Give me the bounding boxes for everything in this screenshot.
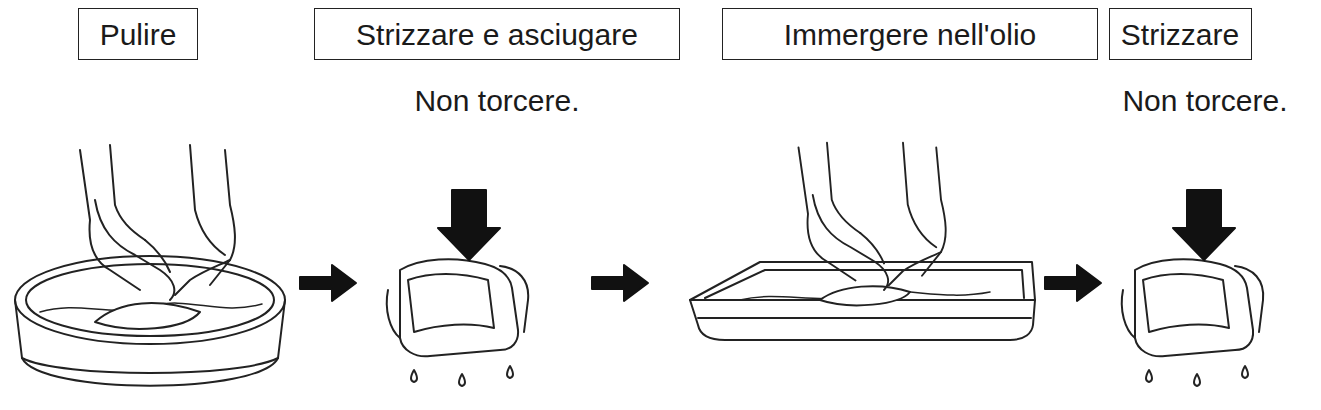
note-label: Non torcere. [1122,84,1287,117]
step-title: Strizzare [1121,18,1239,51]
step-box: Strizzare [1109,8,1252,60]
step-box: Immergere nell'olio [722,8,1098,60]
step-box: Strizzare e asciugare [314,8,680,60]
flow-arrow [592,265,648,301]
wring-illustration [387,190,528,386]
step-box: Pulire [78,8,198,60]
step-title: Immergere nell'olio [784,18,1037,51]
wring-illustration [1122,190,1263,386]
tray-illustration [690,143,1035,340]
step-title: Strizzare e asciugare [356,18,638,51]
flow-arrow [300,265,356,301]
step-title: Pulire [100,18,177,51]
note-label: Non torcere. [414,84,579,117]
basin-illustration [15,145,285,386]
flow-arrow [1045,265,1101,301]
